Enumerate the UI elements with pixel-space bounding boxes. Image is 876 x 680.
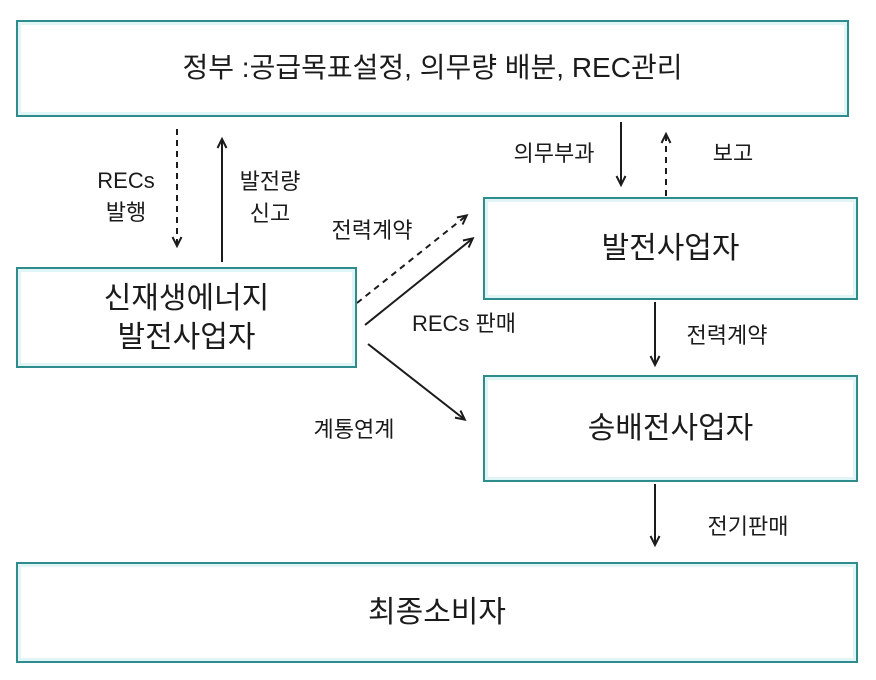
- node-generator-label: 발전사업자: [601, 232, 740, 265]
- generation-report-label: 발전량 신고: [239, 169, 301, 226]
- node-generator: 발전사업자: [483, 197, 858, 300]
- obligation-label: 의무부과: [513, 141, 595, 167]
- recs-sale-arrow: [364, 236, 475, 326]
- node-government: 정부 :공급목표설정, 의무량 배분, REC관리: [16, 20, 849, 117]
- node-final-consumer-label: 최종소비자: [368, 596, 506, 629]
- node-renewable-generator: 신재생에너지 발전사업자: [16, 267, 357, 368]
- node-renewable-generator-label: 신재생에너지 발전사업자: [103, 281, 270, 354]
- report-label: 보고: [712, 141, 754, 167]
- electricity-sale-label: 전기판매: [707, 514, 789, 540]
- node-transmission-operator: 송배전사업자: [483, 375, 858, 482]
- grid-connection-label: 계통연계: [313, 417, 395, 443]
- recs-issue-label: RECs 발행: [97, 168, 155, 225]
- recs-sale-label: RECs 판매: [411, 311, 517, 337]
- node-transmission-operator-label: 송배전사업자: [587, 412, 754, 445]
- power-contract-diagonal-label: 전력계약: [331, 218, 413, 244]
- node-government-label: 정부 :공급목표설정, 의무량 배분, REC관리: [182, 52, 683, 84]
- grid-connection-arrow: [367, 343, 467, 421]
- power-contract-diagonal-arrow: [356, 213, 469, 304]
- power-contract-vertical-label: 전력계약: [686, 323, 768, 349]
- node-final-consumer: 최종소비자: [16, 562, 858, 663]
